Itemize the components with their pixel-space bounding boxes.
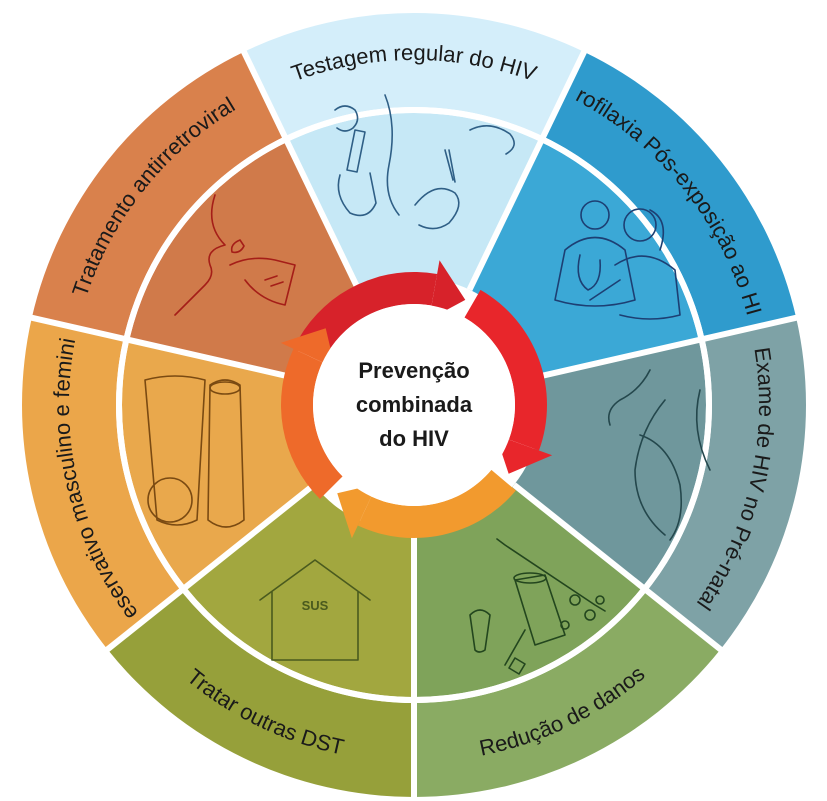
wedge-preservativo xyxy=(122,340,314,588)
cycle-arrows xyxy=(280,260,553,539)
rim-band-dst xyxy=(107,590,414,797)
cycle-arrow-body xyxy=(357,469,516,538)
swab-test-icon xyxy=(334,94,515,230)
cycle-arrow-head xyxy=(429,260,466,320)
rim-band-tratamento xyxy=(31,51,285,339)
pregnant-woman-icon xyxy=(607,369,711,541)
center-disc xyxy=(313,304,515,506)
rim-band-reducao xyxy=(414,590,721,797)
wedge-testagem xyxy=(287,112,541,290)
wedge-dst xyxy=(185,484,414,697)
sus-label: SUS xyxy=(302,598,329,613)
wedge-pep xyxy=(469,141,699,377)
condoms-icon xyxy=(144,375,245,528)
cycle-arrow-body xyxy=(281,348,343,500)
center-title-line-2: combinada xyxy=(356,392,473,417)
segment-divider xyxy=(104,482,316,654)
wedge-prenatal xyxy=(514,340,706,588)
rim-band-testagem xyxy=(243,13,585,137)
center-title-line-1: Prevenção xyxy=(358,358,469,383)
rim-band-preservativo xyxy=(22,317,182,650)
segment-divider xyxy=(538,314,799,380)
wedge-reducao xyxy=(414,484,643,697)
cycle-arrow-head xyxy=(337,483,378,539)
rim-band-prenatal xyxy=(646,317,806,650)
segment-divider xyxy=(466,48,588,291)
center-title-line-3: do HIV xyxy=(379,426,449,451)
rim-band-pep xyxy=(543,51,797,339)
cycle-arrow-head xyxy=(495,434,553,474)
doctor-nurse-icon xyxy=(554,200,681,320)
segment-divider xyxy=(240,48,362,291)
segment-divider xyxy=(29,314,290,380)
cycle-arrow-head xyxy=(280,328,336,369)
rim-separator xyxy=(116,107,712,703)
cycle-arrow-body xyxy=(464,289,547,451)
cycle-arrow-body xyxy=(298,272,438,355)
segment-divider xyxy=(512,482,724,654)
pill-mouth-icon xyxy=(174,194,296,316)
syringe-cup-icon xyxy=(469,538,606,675)
sus-house-icon: SUS xyxy=(259,559,371,661)
